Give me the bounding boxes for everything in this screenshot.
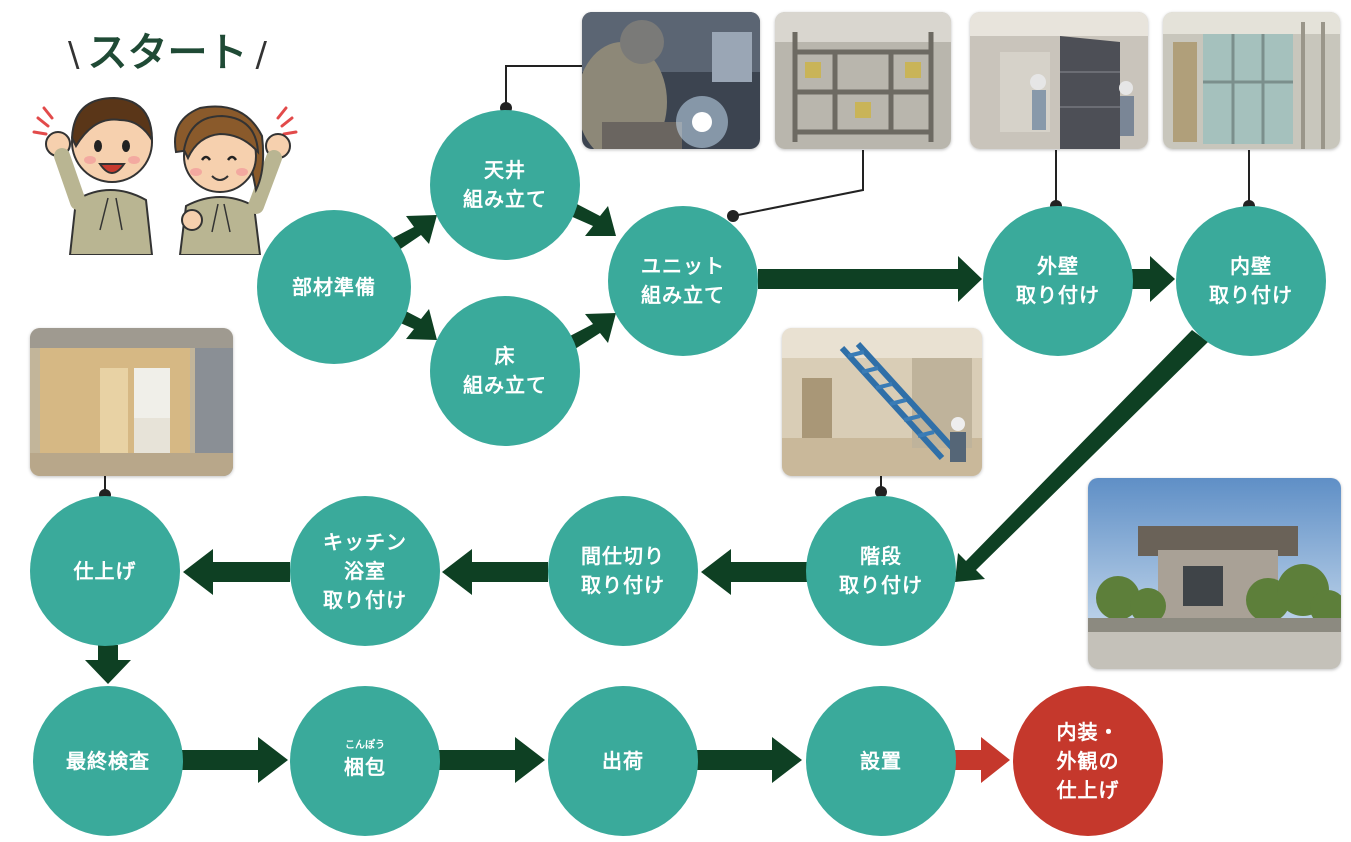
step-kitchen-label-1: キッチン [323, 529, 407, 554]
step-kaidan-label-1: 階段 [860, 544, 902, 568]
photo-ceiling-frame [775, 12, 951, 149]
step-unit-label-2: 組み立て [641, 283, 725, 307]
step-naisou-final: 内装・ 外観の 仕上げ [1013, 686, 1163, 836]
step-setchi-label: 設置 [860, 748, 902, 773]
step-yuka: 床 組み立て [430, 296, 580, 446]
arrow-majikiri-kitchen [442, 549, 548, 595]
arrow-shukka-setchi [696, 737, 802, 783]
step-naiheki: 内壁 取り付け [1176, 206, 1326, 356]
workers-illustration [32, 96, 298, 255]
connector-welding [505, 65, 582, 108]
step-kensa: 最終検査 [33, 686, 183, 836]
photo-interior-finish [30, 328, 233, 476]
step-majikiri-label-1: 間仕切り [581, 544, 665, 568]
step-konpo-ruby: こんぽう [345, 739, 385, 751]
arrow-kitchen-shiage [183, 549, 290, 595]
step-shukka-label: 出荷 [602, 748, 644, 773]
arrow-konpo-shukka [438, 737, 545, 783]
photo-finished-house [1088, 478, 1341, 669]
step-majikiri-label-2: 取り付け [581, 573, 665, 597]
step-naiheki-label-1: 内壁 [1230, 254, 1272, 278]
step-gaiheki-label-1: 外壁 [1037, 254, 1079, 278]
step-konpo-label: 梱包 [344, 754, 386, 779]
arrow-tenjo-unit [568, 203, 616, 236]
connector-dot-unit [727, 210, 739, 222]
step-setchi: 設置 [806, 686, 956, 836]
step-naisou-label-1: 内装・ [1056, 719, 1120, 744]
step-kaidan: 階段 取り付け [806, 496, 956, 646]
arrow-yuka-unit [568, 313, 616, 349]
photo-stairs [782, 328, 982, 476]
start-title: \スタート/ [68, 30, 267, 76]
step-shiage-label: 仕上げ [73, 558, 137, 583]
step-kitchen: キッチン 浴室 取り付け [290, 496, 440, 646]
step-buzai: 部材準備 [257, 210, 411, 364]
step-naisou-label-3: 仕上げ [1056, 777, 1120, 802]
step-tenjo-label-1: 天井 [484, 158, 526, 182]
step-shiage: 仕上げ [30, 496, 180, 646]
step-kitchen-label-2: 浴室 [344, 558, 386, 583]
step-gaiheki-label-2: 取り付け [1016, 283, 1100, 307]
connector-ceiling-frame [732, 150, 864, 217]
step-naiheki-label-2: 取り付け [1209, 283, 1293, 307]
connector-dot-kaidan [875, 486, 887, 498]
step-majikiri: 間仕切り 取り付け [548, 496, 698, 646]
step-konpo: こんぽう 梱包 [290, 686, 440, 836]
step-shukka: 出荷 [548, 686, 698, 836]
arrow-setchi-naisou [955, 737, 1010, 783]
step-unit-label-1: ユニット [641, 254, 725, 278]
arrow-gaiheki-naiheki [1132, 256, 1175, 302]
photo-exterior-wall [970, 12, 1148, 149]
arrow-buzai-tenjo [389, 215, 437, 252]
step-kensa-label: 最終検査 [66, 748, 150, 773]
arrow-kaidan-majikiri [701, 549, 808, 595]
arrow-unit-gaiheki [758, 256, 982, 302]
step-gaiheki: 外壁 取り付け [983, 206, 1133, 356]
step-naisou-label-2: 外観の [1056, 748, 1120, 773]
step-yuka-label-1: 床 [494, 344, 516, 368]
step-kitchen-label-3: 取り付け [323, 587, 407, 612]
step-yuka-label-2: 組み立て [463, 373, 547, 397]
photo-welding [582, 12, 760, 149]
step-tenjo: 天井 組み立て [430, 110, 580, 260]
arrow-kensa-konpo [182, 737, 288, 783]
step-kaidan-label-2: 取り付け [839, 573, 923, 597]
step-buzai-label: 部材準備 [292, 274, 376, 299]
step-tenjo-label-2: 組み立て [463, 187, 547, 211]
arrow-naiheki-kaidan [955, 330, 1208, 582]
photo-interior-wall [1163, 12, 1340, 149]
step-unit: ユニット 組み立て [608, 206, 758, 356]
arrow-shiage-kensa [85, 645, 131, 684]
